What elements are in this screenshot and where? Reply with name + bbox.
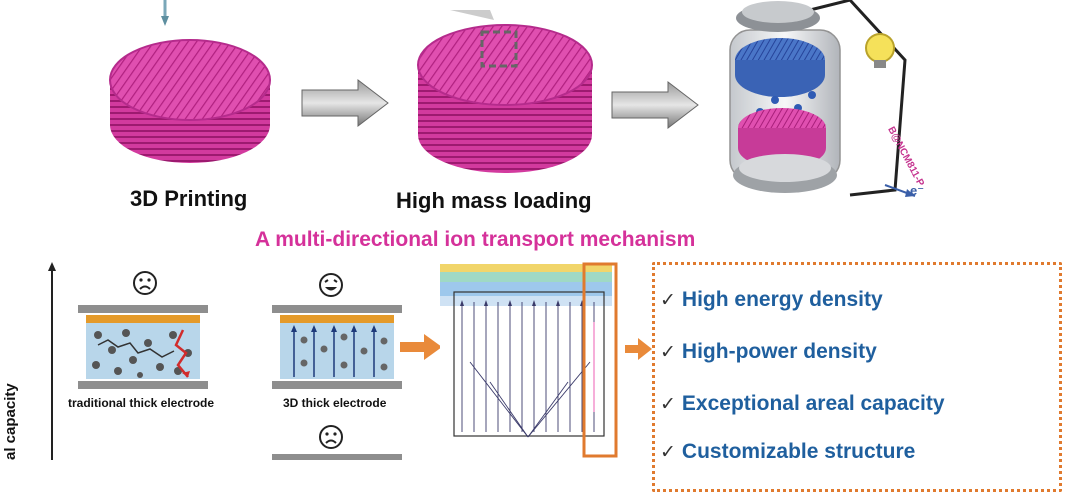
battery-cell-illustration [729, 0, 916, 197]
traditional-electrode-label: traditional thick electrode [68, 396, 215, 410]
high-loading-disk [417, 10, 593, 173]
feature-item: ✓Exceptional areal capacity [660, 392, 945, 416]
orange-arrow [400, 334, 442, 360]
y-axis-arrow [48, 262, 56, 460]
printed-lattice-disk [109, 39, 271, 163]
printer-nozzle [161, 0, 169, 26]
label-3d-printing: 3D Printing [130, 186, 248, 211]
process-arrow [301, 78, 389, 128]
sad-face-icon [133, 271, 157, 295]
check-icon: ✓ [660, 394, 676, 415]
check-icon: ✓ [660, 290, 676, 311]
sad-face-icon [319, 425, 343, 449]
ion-flux-vector-field [440, 262, 625, 460]
label-high-mass-loading: High mass loading [396, 188, 592, 213]
process-arrow [611, 80, 699, 130]
feature-text: Customizable structure [681, 440, 916, 463]
mechanism-title: A multi-directional ion transport mechan… [255, 228, 696, 251]
feature-text: High-power density [681, 340, 877, 363]
feature-item: ✓High-power density [660, 340, 877, 364]
check-icon: ✓ [660, 342, 676, 363]
axis-label: al capacity [2, 383, 19, 460]
feature-item: ✓Customizable structure [660, 440, 915, 464]
feature-text: Exceptional areal capacity [681, 392, 945, 415]
feature-item: ✓High energy density [660, 288, 883, 312]
traditional-electrode-diagram [78, 305, 208, 389]
orange-arrow [620, 338, 652, 360]
check-icon: ✓ [660, 442, 676, 463]
feature-text: High energy density [681, 288, 883, 311]
3d-electrode-diagram [272, 305, 402, 389]
electrode-diagram-partial [272, 454, 402, 460]
happy-face-icon [319, 273, 343, 297]
electron-label: e⁻ [910, 183, 925, 198]
3d-electrode-label: 3D thick electrode [283, 396, 387, 410]
